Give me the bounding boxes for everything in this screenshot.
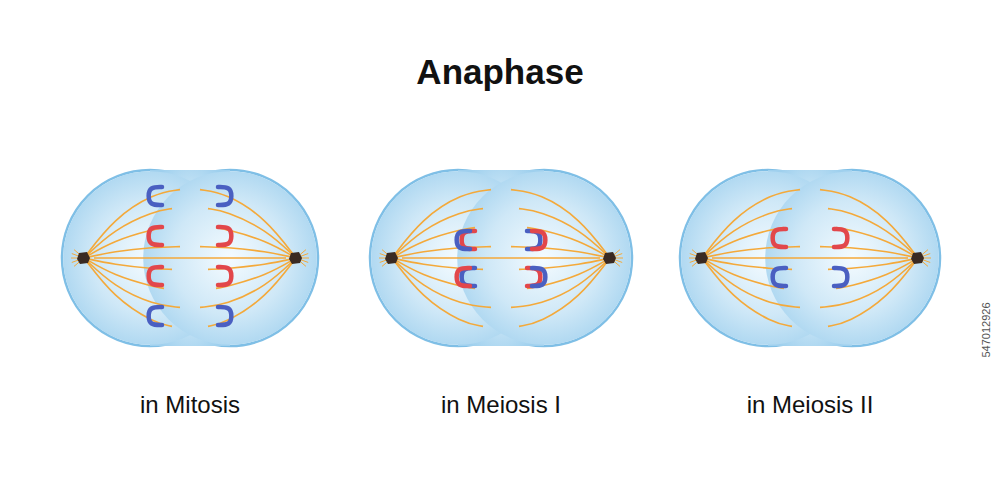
spindle-fibre (828, 258, 918, 326)
spindle-fibre (527, 228, 610, 258)
chromosome (218, 227, 231, 245)
spindle-fibre (84, 247, 180, 258)
chromosome (149, 227, 162, 245)
centriole (289, 252, 302, 264)
spindle-fibre (200, 247, 296, 258)
spindle-fibre (820, 190, 918, 258)
chromosome (834, 229, 847, 247)
spindle-fibre (392, 258, 491, 307)
spindle-fibre (392, 190, 491, 258)
spindle-fibre (511, 258, 610, 307)
spindle-fibre (84, 258, 180, 307)
spindle-fibre (820, 258, 918, 307)
centriole (603, 252, 616, 264)
cell-label: in Meiosis I (441, 391, 561, 419)
spindle-fibre (712, 257, 908, 259)
centriole (911, 252, 924, 264)
spindle-fibre (511, 190, 610, 258)
title: Anaphase (416, 52, 583, 92)
spindle-fibre (200, 190, 296, 258)
spindle-fibre (216, 228, 296, 258)
chromosome (532, 231, 545, 249)
centriole (695, 252, 708, 264)
spindle-fibre (84, 190, 180, 258)
cell (370, 170, 632, 346)
spindle-fibre (392, 228, 475, 258)
spindle-fibre (702, 258, 800, 307)
chromosome (149, 307, 162, 325)
chromosome (149, 267, 162, 285)
chromosome (834, 268, 847, 286)
chromosome (218, 267, 231, 285)
spindle-fibre (84, 228, 164, 258)
spindle-fibre (702, 258, 792, 326)
spindle-fibre (208, 258, 296, 326)
chromatid (527, 268, 540, 286)
chromatid (527, 231, 540, 249)
spindle-fibre (84, 258, 172, 326)
chromosome (218, 307, 231, 325)
centriole (77, 252, 90, 264)
spindle-fibre (94, 257, 286, 259)
cell-label: in Mitosis (140, 391, 240, 419)
chromosome (773, 268, 786, 286)
spindle-fibre (519, 258, 610, 326)
centriole (385, 252, 398, 264)
watermark: 547012926 (980, 302, 992, 357)
chromatid (462, 231, 475, 249)
chromosome (149, 187, 162, 205)
spindle-fibre (702, 190, 800, 258)
spindle-fibre (392, 258, 483, 326)
cell (680, 170, 940, 346)
chromosome (532, 268, 545, 286)
chromosome (773, 229, 786, 247)
chromosome (218, 187, 231, 205)
spindle-fibre (402, 257, 600, 259)
chromosome (457, 231, 470, 249)
cell-label: in Meiosis II (747, 391, 874, 419)
spindle-fibre (200, 258, 296, 307)
cell (62, 170, 318, 346)
chromosome (457, 268, 470, 286)
chromatid (462, 268, 475, 286)
